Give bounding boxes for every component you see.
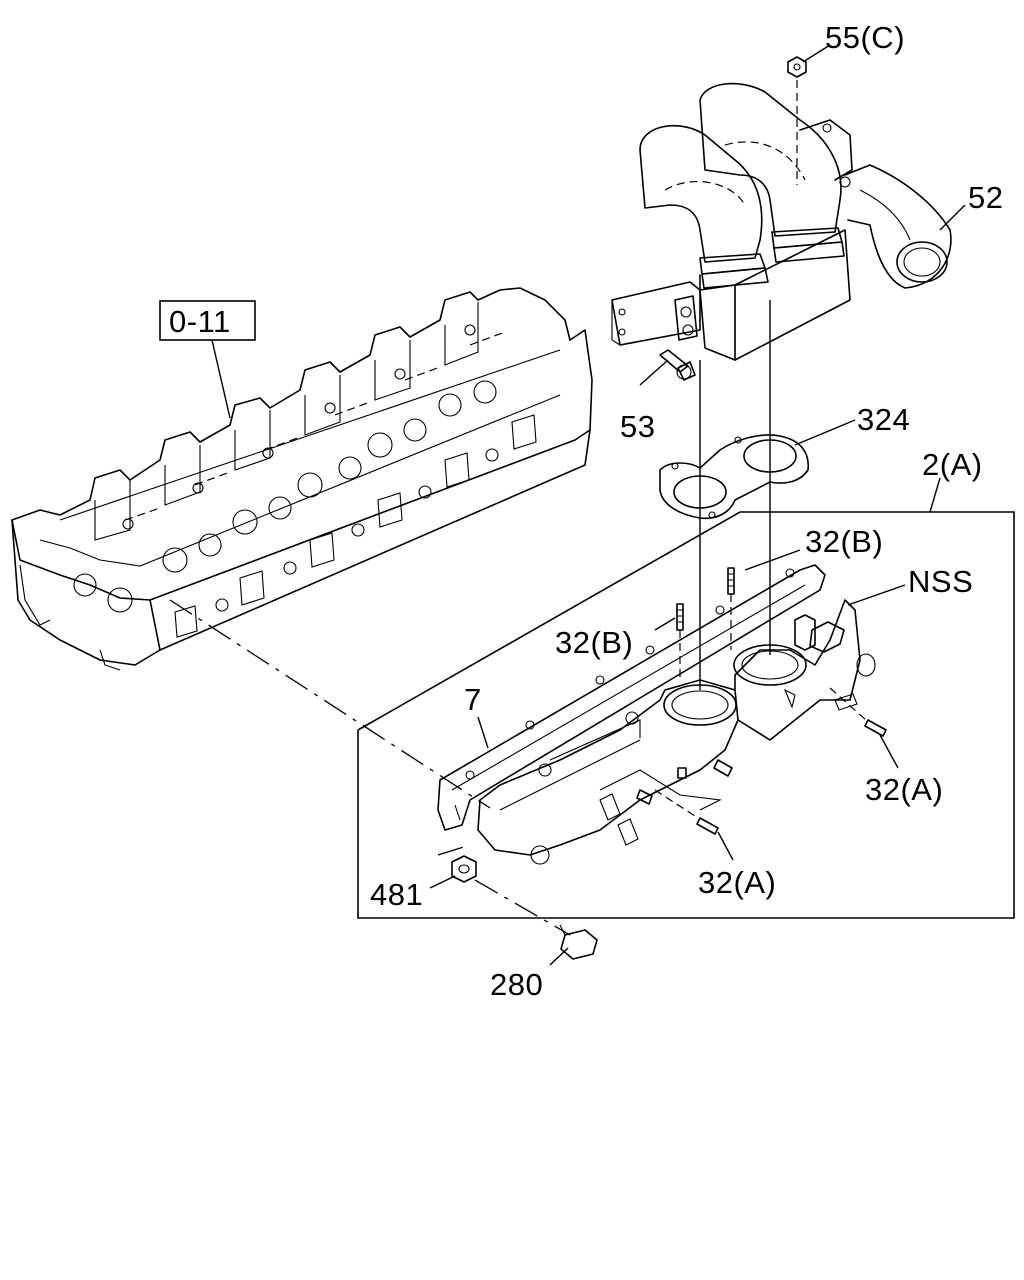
label-324: 324 — [857, 402, 910, 437]
stud-32b-left — [676, 603, 684, 680]
label-32a-bottom: 32(A) — [698, 865, 776, 900]
intake-duct-assembly — [611, 80, 952, 361]
bolt-53 — [659, 349, 696, 381]
assembly-box-2a — [357, 511, 1015, 919]
label-52: 52 — [968, 180, 1003, 215]
nut-55c — [787, 56, 807, 78]
stud-32a-right — [829, 687, 887, 737]
label-55c: 55(C) — [825, 20, 905, 55]
stud-32b-right — [727, 567, 735, 650]
label-32b-left: 32(B) — [555, 625, 633, 660]
label-2a: 2(A) — [922, 447, 983, 482]
bolt-280 — [559, 924, 598, 960]
ref-box-0-11 — [159, 300, 256, 341]
label-481: 481 — [370, 877, 423, 912]
label-53: 53 — [620, 409, 655, 444]
label-280: 280 — [490, 967, 543, 1002]
centerline-head-to-manifold — [169, 599, 491, 809]
label-0-11: 0-11 — [169, 304, 231, 339]
bolts-mid — [599, 759, 733, 811]
gasket-324 — [659, 434, 809, 520]
label-7: 7 — [464, 682, 482, 717]
label-32a-right: 32(A) — [865, 772, 943, 807]
intake-manifold — [437, 564, 876, 865]
stud-32a-bottom — [654, 789, 719, 835]
label-nss: NSS — [908, 564, 973, 599]
centerline-481-280 — [437, 844, 571, 936]
collar-481 — [451, 855, 477, 883]
leader-lines — [211, 44, 966, 966]
label-32b-top: 32(B) — [805, 524, 883, 559]
cylinder-head — [11, 287, 593, 671]
